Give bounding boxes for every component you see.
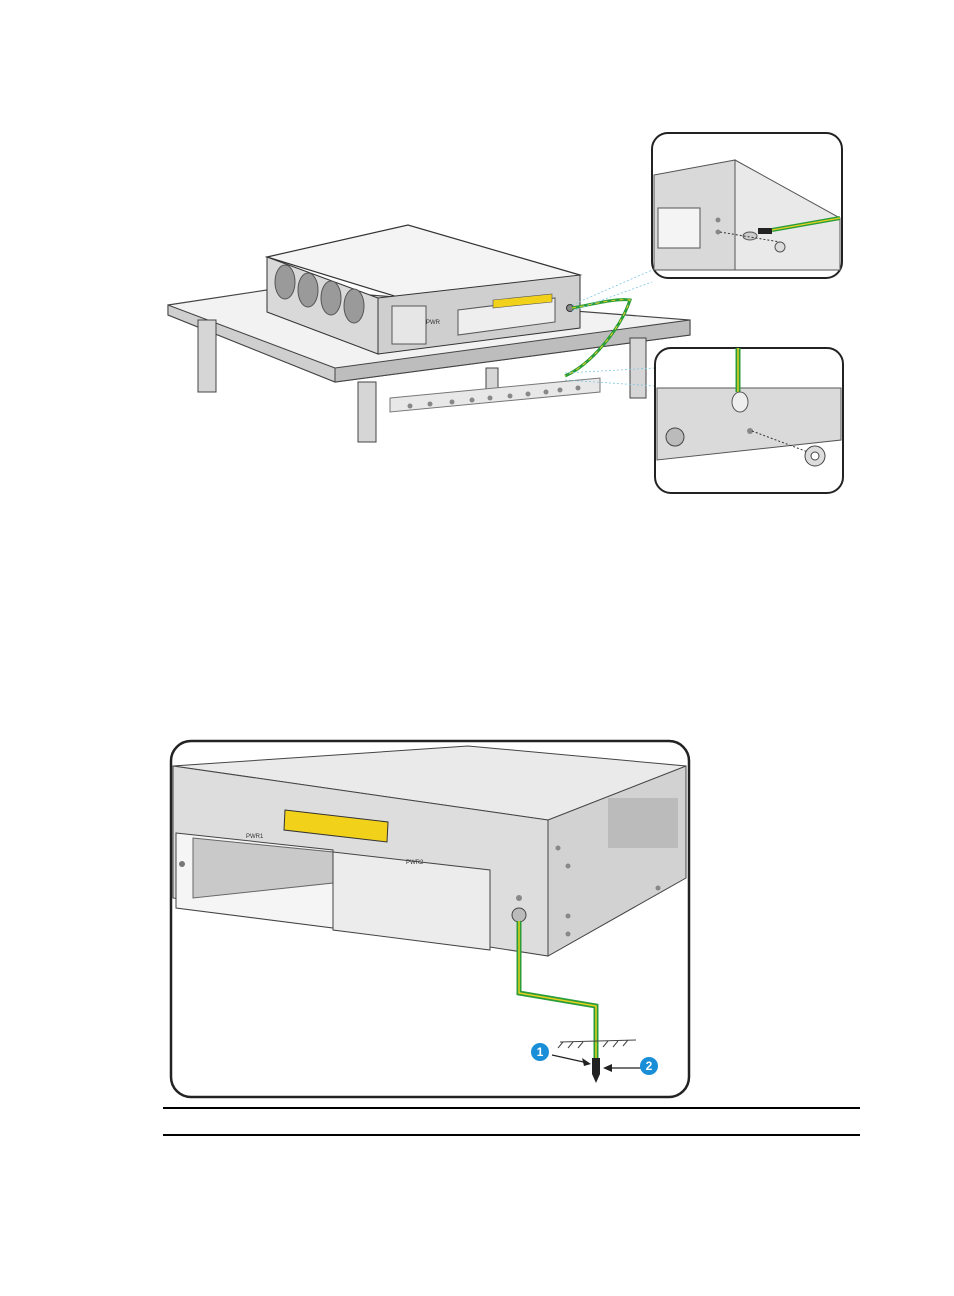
- workbench-grounding-figure: PWR: [160, 130, 850, 500]
- chassis-ground-detail: [652, 133, 842, 278]
- svg-text:1: 1: [537, 1045, 544, 1059]
- svg-text:2: 2: [646, 1059, 653, 1073]
- table-top-rule: [163, 1107, 860, 1109]
- pwr2-label: PWR2: [406, 860, 424, 866]
- ground-electrode-figure: PWR1 PWR2 1 2: [168, 738, 692, 1100]
- pwr1-label: PWR1: [246, 834, 264, 840]
- pwr-label: PWR: [426, 320, 441, 326]
- callout-1: 1: [531, 1043, 549, 1061]
- table-bottom-rule: [163, 1134, 860, 1136]
- strip-ground-detail: [655, 348, 843, 493]
- ground-terminal: [512, 908, 526, 922]
- callout-2: 2: [640, 1057, 658, 1075]
